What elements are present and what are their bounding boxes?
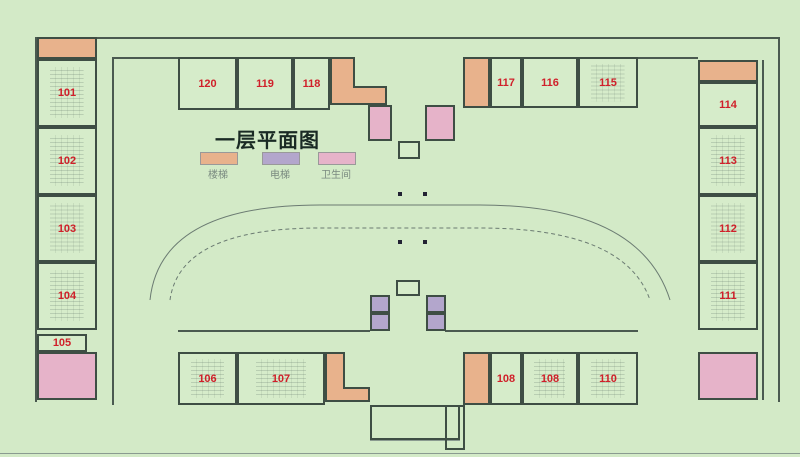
room-label: 104 [57,290,77,302]
legend-swatch-elevator [262,152,300,165]
stair-bottom-right [463,352,490,405]
stair-landing [353,86,387,105]
wall [370,440,460,441]
legend-swatch-stairs [200,152,238,165]
room-label: 105 [52,337,72,349]
room-105[interactable]: 105 [37,334,87,352]
restroom-top-right [425,105,455,141]
left-corridor-wall [112,57,114,405]
room-label: 107 [271,372,291,385]
main-lobby [370,405,460,440]
entrance-portico [396,280,420,296]
wall [178,330,370,332]
room-110[interactable]: 110 [578,352,638,405]
room-label: 108 [496,372,516,385]
site-line [0,453,800,454]
room-104[interactable]: 104 [37,262,97,330]
room-label: 103 [57,222,77,235]
stair-top-right [463,57,490,108]
north-outer-wall [97,37,780,39]
room-label: 112 [719,222,737,235]
right-outer-wall [778,37,780,402]
stair-landing [343,387,370,402]
room-115[interactable]: 115 [578,57,638,108]
room-117[interactable]: 117 [490,57,522,108]
room-label: 113 [719,155,737,167]
room-label: 101 [57,87,77,99]
room-118[interactable]: 118 [293,57,330,110]
room-label: 117 [497,76,515,89]
room-113[interactable]: 113 [698,127,758,195]
room-label: 102 [57,155,77,167]
room-120[interactable]: 120 [178,57,237,110]
room-103[interactable]: 103 [37,195,97,262]
stair-bottom-left [325,352,345,402]
stair-top-left [330,57,355,105]
room-107[interactable]: 107 [237,352,325,405]
legend-label-stairs: 楼梯 [208,170,228,181]
room-label: 115 [599,76,617,89]
room-label: 116 [541,76,559,89]
elevator [370,295,390,313]
room-119[interactable]: 119 [237,57,293,110]
wall [638,57,698,59]
room-label: 118 [302,77,321,90]
room-label: 106 [198,372,217,385]
room-112[interactable]: 112 [698,195,758,262]
room-116[interactable]: 116 [522,57,578,108]
legend-label-restroom: 卫生间 [321,170,351,181]
room-111[interactable]: 111 [698,262,758,330]
room-106[interactable]: 106 [178,352,237,405]
room-label: 119 [256,77,274,90]
room-label: 120 [198,77,217,90]
elevator [426,313,446,331]
stair-left [37,37,97,59]
left-outer-wall [35,37,37,402]
elevator [370,313,390,331]
room-114[interactable]: 114 [698,82,758,127]
room-label: 114 [719,98,737,111]
entrance-north [398,141,420,159]
stair-right [698,60,758,82]
restroom-top-left [368,105,392,141]
room-label: 111 [719,290,737,302]
ramp [445,405,465,450]
plan-title: 一层平面图 [215,128,320,152]
restroom-right [698,352,758,400]
restroom-left [37,352,97,400]
legend-label-elevator: 电梯 [270,170,290,181]
room-102[interactable]: 102 [37,127,97,195]
room-101[interactable]: 101 [37,59,97,127]
room-108-b[interactable]: 108 [522,352,578,405]
right-corridor-wall [762,60,764,400]
wall [445,330,638,332]
wall [112,57,178,59]
room-label: 110 [599,372,617,385]
legend-swatch-restroom [318,152,356,165]
room-label: 108 [540,372,560,385]
elevator [426,295,446,313]
room-108[interactable]: 108 [490,352,522,405]
